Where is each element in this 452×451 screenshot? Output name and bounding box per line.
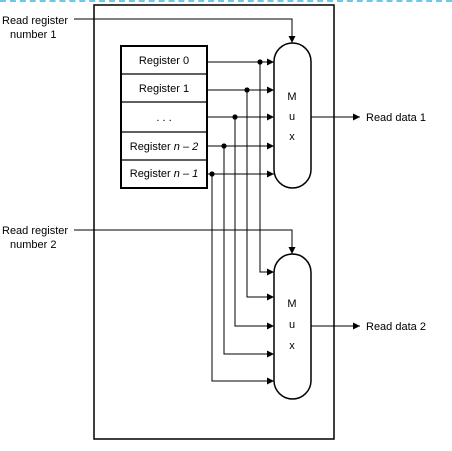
register-n-minus-2-label: Register n – 2 (130, 141, 199, 153)
mux-1-letter-x: x (289, 131, 295, 143)
register-1-label: Register 1 (139, 83, 189, 95)
read-data-1-label: Read data 1 (366, 112, 426, 124)
select-line-1 (74, 18, 296, 43)
read-register-1-label-line1: Read register (2, 15, 68, 27)
read-register-2-label-line1: Read register (2, 225, 68, 237)
read-data-2-label: Read data 2 (366, 321, 426, 333)
select-line-2 (74, 229, 296, 254)
junction-dots (209, 59, 263, 177)
register-n-minus-1-label: Register n – 1 (130, 168, 199, 180)
mux-2-letter-x: x (289, 340, 295, 352)
wires-to-mux-1 (207, 58, 274, 178)
register-ellipsis: . . . (156, 112, 171, 124)
read-register-2-label-line2: number 2 (10, 239, 56, 251)
top-border-decoration (0, 0, 452, 3)
mux-1-letter-m: M (287, 91, 296, 103)
wires-to-mux-2 (211, 62, 274, 385)
read-register-1-label-line2: number 1 (10, 29, 56, 41)
mux-2-letter-u: u (289, 319, 295, 331)
mux-1-letter-u: u (289, 111, 295, 123)
mux-2-letter-m: M (287, 298, 296, 310)
register-file-box (93, 4, 335, 440)
register-0-label: Register 0 (139, 55, 189, 67)
